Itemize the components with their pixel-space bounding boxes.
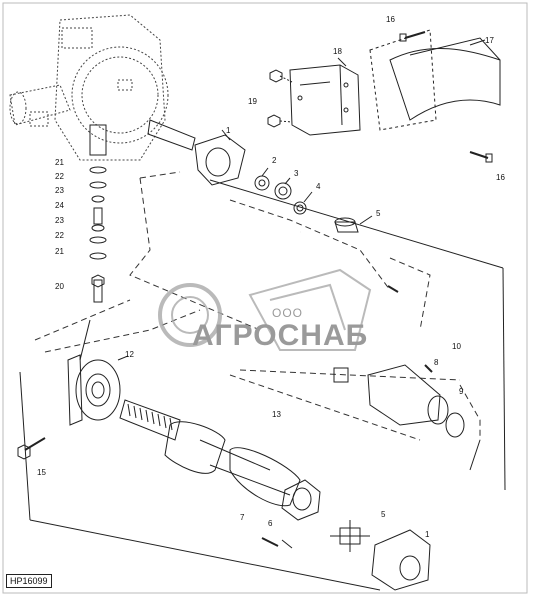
callout-10: 10 xyxy=(452,342,461,351)
yoke-bottom xyxy=(371,529,431,591)
callout-1-top: 1 xyxy=(226,126,231,135)
callout-18: 18 xyxy=(333,47,342,56)
callout-21-b: 21 xyxy=(55,247,64,256)
callout-16-top: 16 xyxy=(386,15,395,24)
callout-2: 2 xyxy=(272,156,277,165)
callout-24: 24 xyxy=(55,201,64,210)
callout-20: 20 xyxy=(55,282,64,291)
coupling-10 xyxy=(333,364,465,438)
bolts-16 xyxy=(399,31,493,163)
callout-4: 4 xyxy=(316,182,321,191)
callout-23-b: 23 xyxy=(55,216,64,225)
figure-id-label: HP16099 xyxy=(6,574,52,588)
watermark-name: АГРОСНАБ xyxy=(192,319,369,352)
callout-12: 12 xyxy=(125,350,134,359)
callout-7: 7 xyxy=(240,513,245,522)
bearing-housing-12 xyxy=(67,354,129,426)
callout-16-right: 16 xyxy=(496,173,505,182)
callout-17: 17 xyxy=(485,36,494,45)
callout-5-top: 5 xyxy=(376,209,381,218)
shield-17 xyxy=(369,29,501,131)
yoke-lower xyxy=(281,479,321,521)
callout-19: 19 xyxy=(248,97,257,106)
callout-3: 3 xyxy=(294,169,299,178)
washer-stack xyxy=(89,166,107,303)
callout-15: 15 xyxy=(37,468,46,477)
gearbox-output-shaft xyxy=(89,119,196,156)
gearbox-phantom xyxy=(9,14,169,161)
callout-1-bottom: 1 xyxy=(425,530,430,539)
cross-top xyxy=(334,215,373,233)
callout-21-a: 21 xyxy=(55,158,64,167)
callout-22-b: 22 xyxy=(55,231,64,240)
callout-13: 13 xyxy=(272,410,281,419)
bracket-18 xyxy=(289,57,361,136)
callout-5-bottom: 5 xyxy=(381,510,386,519)
callout-22-a: 22 xyxy=(55,172,64,181)
callout-23-a: 23 xyxy=(55,186,64,195)
callout-6: 6 xyxy=(268,519,273,528)
callout-8: 8 xyxy=(434,358,439,367)
callout-9: 9 xyxy=(459,387,464,396)
watermark-logo xyxy=(158,268,372,351)
bolt-15 xyxy=(17,437,46,460)
yoke-top xyxy=(194,129,246,186)
watermark-prefix: ООО xyxy=(272,306,304,320)
cross-bottom xyxy=(330,520,370,552)
